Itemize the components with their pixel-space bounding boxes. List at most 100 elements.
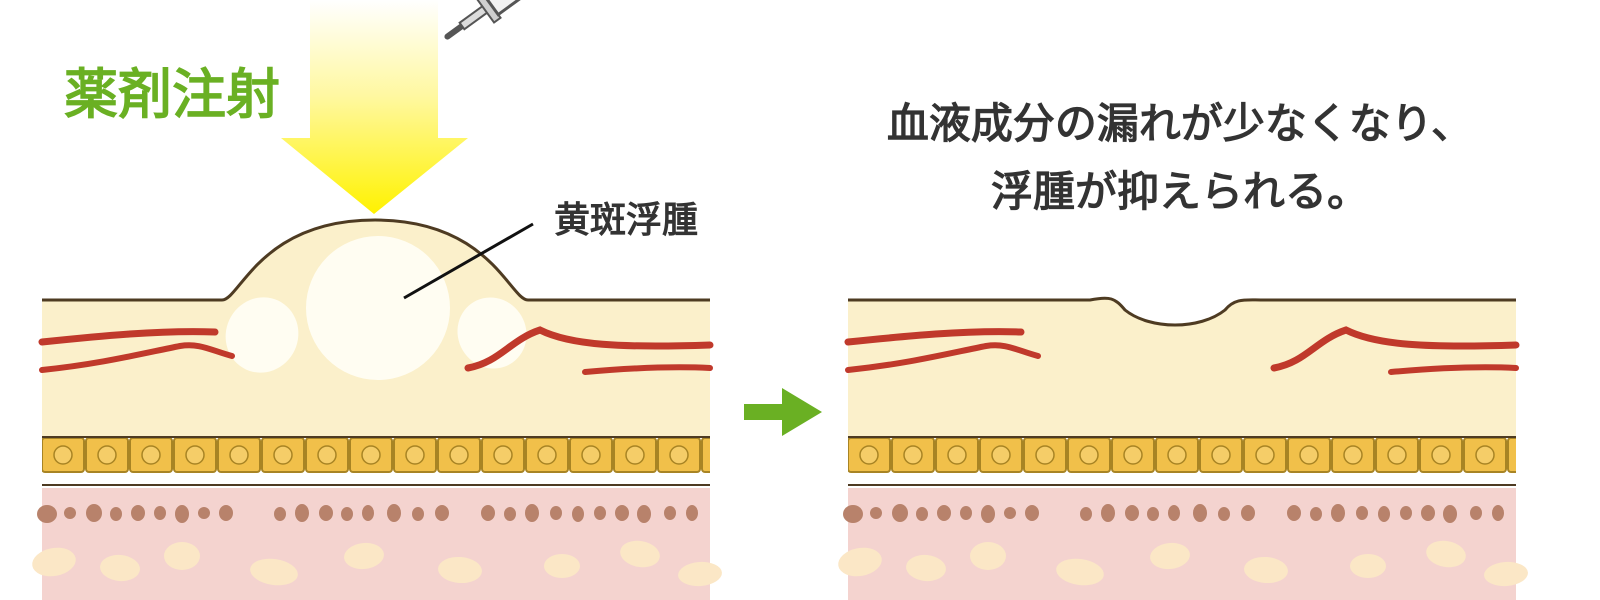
choroid-dot bbox=[1378, 506, 1390, 522]
choroid-dot bbox=[1356, 506, 1368, 520]
retina-outline-right bbox=[848, 296, 1516, 327]
rpe-cell-nucleus bbox=[581, 445, 601, 465]
choroid-blobs-right bbox=[838, 540, 1528, 587]
choroid-dot bbox=[1080, 507, 1092, 521]
choroid-blob bbox=[1150, 542, 1190, 570]
choroid-blob bbox=[906, 554, 946, 582]
rpe-cell-nucleus bbox=[859, 445, 879, 465]
choroid-dot bbox=[1331, 504, 1345, 522]
choroid-blob bbox=[32, 547, 76, 577]
choroid-blob bbox=[544, 554, 580, 578]
rpe-cell-nucleus bbox=[97, 445, 117, 465]
choroid-dot bbox=[843, 505, 863, 523]
rpe-cell-nucleus bbox=[1211, 445, 1231, 465]
edema-label: 黄斑浮腫 bbox=[554, 200, 698, 241]
choroid-dot bbox=[572, 506, 584, 522]
choroid-blob bbox=[438, 556, 482, 584]
choroid-dot bbox=[319, 505, 333, 521]
choroid-dot bbox=[892, 504, 908, 522]
rpe-cell-nucleus bbox=[317, 445, 337, 465]
choroid-dot bbox=[341, 507, 353, 521]
choroid-blob bbox=[164, 542, 200, 570]
rpe-cell-nucleus bbox=[53, 445, 73, 465]
choroid-layer-left bbox=[42, 488, 710, 600]
rpe-cell bbox=[1507, 437, 1516, 473]
choroid-blob bbox=[678, 561, 722, 587]
choroid-dot bbox=[1241, 505, 1255, 521]
choroid-blob bbox=[970, 542, 1006, 570]
choroid-dot bbox=[550, 506, 562, 520]
rpe-cell-nucleus bbox=[229, 445, 249, 465]
edema-pointer bbox=[403, 222, 534, 300]
blood-vessels-right bbox=[844, 326, 1520, 375]
rpe-cell-nucleus bbox=[1475, 445, 1495, 465]
rpe-cell-nucleus bbox=[10, 446, 28, 464]
choroid-dot bbox=[110, 507, 122, 521]
choroid-dot bbox=[916, 507, 928, 521]
choroid-dot bbox=[274, 507, 286, 521]
after-panel bbox=[804, 296, 1528, 600]
choroid-dot bbox=[870, 507, 882, 519]
choroid-dots-left bbox=[37, 504, 698, 523]
choroid-dot bbox=[1147, 507, 1159, 521]
rpe-cells-right bbox=[804, 437, 1516, 473]
arrow-right-icon bbox=[744, 388, 822, 436]
choroid-dot bbox=[1421, 505, 1435, 521]
result-text-line1: 血液成分の漏れが少なくなり、 bbox=[887, 99, 1473, 148]
rpe-cell bbox=[804, 438, 846, 472]
choroid-blob bbox=[838, 547, 882, 577]
choroid-blob bbox=[1426, 540, 1466, 568]
choroid-dot bbox=[219, 505, 233, 521]
choroid-dot bbox=[686, 505, 698, 521]
choroid-dot bbox=[594, 506, 606, 520]
choroid-dot bbox=[1168, 505, 1180, 521]
choroid-blob bbox=[344, 542, 384, 570]
choroid-dot bbox=[1004, 507, 1016, 519]
choroid-dot bbox=[637, 505, 651, 523]
choroid-dot bbox=[1125, 505, 1139, 521]
choroid-dot bbox=[960, 506, 972, 520]
choroid-dot bbox=[525, 504, 539, 522]
choroid-dot bbox=[412, 507, 424, 521]
before-panel bbox=[0, 218, 722, 600]
syringe-icon bbox=[444, 0, 582, 40]
rpe-cell-nucleus bbox=[449, 445, 469, 465]
choroid-dot bbox=[198, 507, 210, 519]
rpe-cell-nucleus bbox=[1343, 445, 1363, 465]
choroid-blob bbox=[1244, 556, 1288, 584]
light-arrow-icon bbox=[281, 0, 468, 214]
rpe-cell-nucleus bbox=[991, 445, 1011, 465]
choroid-dot bbox=[1470, 506, 1482, 520]
rpe-cell-nucleus bbox=[816, 446, 834, 464]
rpe-cell-nucleus bbox=[625, 445, 645, 465]
choroid-dot bbox=[362, 505, 374, 521]
choroid-dot bbox=[1101, 504, 1115, 522]
rpe-cell-nucleus bbox=[273, 445, 293, 465]
choroid-dot bbox=[295, 504, 309, 522]
choroid-dot bbox=[981, 505, 995, 523]
rpe-cell-nucleus bbox=[1387, 445, 1407, 465]
choroid-dot bbox=[387, 504, 401, 522]
choroid-dot bbox=[504, 507, 516, 521]
rpe-cell bbox=[701, 437, 710, 473]
rpe-cell-nucleus bbox=[1079, 445, 1099, 465]
choroid-dot bbox=[86, 504, 102, 522]
rpe-cell-nucleus bbox=[1035, 445, 1055, 465]
choroid-dot bbox=[37, 505, 57, 523]
rpe-cell-nucleus bbox=[185, 445, 205, 465]
choroid-dot bbox=[175, 505, 189, 523]
rpe-cell bbox=[0, 438, 40, 472]
rpe-cell-nucleus bbox=[903, 445, 923, 465]
rpe-cell-nucleus bbox=[1255, 445, 1275, 465]
choroid-dot bbox=[481, 505, 495, 521]
rpe-cell-nucleus bbox=[1123, 445, 1143, 465]
choroid-blob bbox=[250, 558, 298, 586]
choroid-blob bbox=[1484, 561, 1528, 587]
choroid-dot bbox=[937, 505, 951, 521]
rpe-cell-nucleus bbox=[947, 445, 967, 465]
choroid-dot bbox=[64, 507, 76, 519]
rpe-cell-nucleus bbox=[361, 445, 381, 465]
choroid-dot bbox=[615, 505, 629, 521]
edema-fluid bbox=[225, 236, 527, 380]
